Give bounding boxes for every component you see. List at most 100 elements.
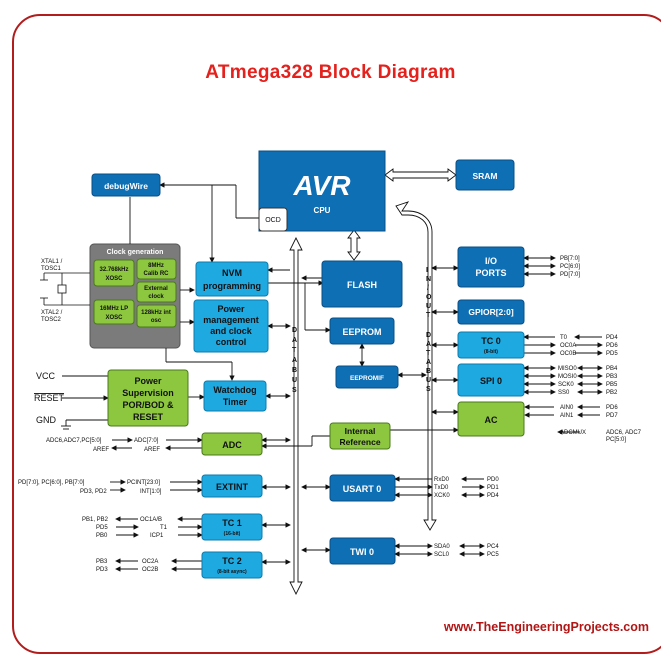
xtal2-label-2: TOSC2 xyxy=(41,317,62,323)
svg-text:PC[6:0]: PC[6:0] xyxy=(560,264,580,270)
svg-text:A: A xyxy=(292,357,297,364)
power-management-block: Power management and clock control xyxy=(193,299,269,353)
svg-text:CPU: CPU xyxy=(314,206,331,215)
svg-text:AREF: AREF xyxy=(144,447,160,453)
spi0-block: SPI 0 xyxy=(457,363,525,397)
svg-text:clock: clock xyxy=(148,294,164,300)
xtal1-label: XTAL1 / xyxy=(41,259,63,265)
svg-text:TC 2: TC 2 xyxy=(222,556,242,566)
svg-text:PD0: PD0 xyxy=(487,477,499,483)
svg-text:OC0A: OC0A xyxy=(560,343,576,349)
watchdog-block: Watchdog Timer xyxy=(203,380,267,412)
eepromif-block: EEPROMIF xyxy=(335,365,399,389)
svg-text:T: T xyxy=(292,347,297,354)
svg-text:A: A xyxy=(426,341,431,348)
svg-text:XOSC: XOSC xyxy=(105,315,123,321)
svg-text:and clock: and clock xyxy=(210,326,253,336)
svg-text:Power: Power xyxy=(134,376,162,386)
svg-text:I: I xyxy=(426,267,428,274)
svg-text:MOSI0: MOSI0 xyxy=(558,374,577,380)
svg-text:B: B xyxy=(426,368,431,375)
svg-text:TxD0: TxD0 xyxy=(434,485,449,491)
block-diagram: D A T A B U S I N / O U T D A T A B U S … xyxy=(18,150,642,596)
svg-text:PB2: PB2 xyxy=(606,390,618,396)
svg-text:PB5: PB5 xyxy=(606,382,618,388)
svg-text:N: N xyxy=(426,276,431,283)
svg-text:Timer: Timer xyxy=(223,397,248,407)
svg-text:SDA0: SDA0 xyxy=(434,544,450,550)
svg-text:PB4: PB4 xyxy=(606,366,618,372)
svg-text:A: A xyxy=(426,359,431,366)
svg-text:PD1: PD1 xyxy=(487,485,499,491)
vcc-label: VCC xyxy=(36,371,56,381)
svg-text:PC[5:0]: PC[5:0] xyxy=(606,437,626,443)
cpu-block: AVR CPU OCD xyxy=(258,150,386,232)
svg-text:AREF: AREF xyxy=(93,447,109,453)
svg-text:PB3: PB3 xyxy=(606,374,618,380)
svg-text:programming: programming xyxy=(203,281,261,291)
svg-text:PD3: PD3 xyxy=(96,567,108,573)
svg-text:EEPROM: EEPROM xyxy=(342,327,381,337)
svg-text:RESET: RESET xyxy=(133,412,164,422)
svg-text:ADC: ADC xyxy=(222,440,242,450)
svg-text:PD[7:0], PC[6:0], PB[7:0]: PD[7:0], PC[6:0], PB[7:0] xyxy=(18,480,85,486)
power-supervision-block: Power Supervision POR/BOD & RESET xyxy=(107,369,189,427)
svg-text:(8-bit): (8-bit) xyxy=(484,349,498,355)
svg-text:A: A xyxy=(292,337,297,344)
svg-text:PD4: PD4 xyxy=(606,335,618,341)
watermark: www.TheEngineeringProjects.com xyxy=(443,620,649,634)
tc1-block: TC 1 (16-bit) xyxy=(201,513,263,541)
databus-right-label: D A T A B U S xyxy=(426,332,431,393)
svg-text:GPIOR[2:0]: GPIOR[2:0] xyxy=(468,307,514,317)
svg-text:Calib RC: Calib RC xyxy=(143,271,169,277)
svg-text:osc: osc xyxy=(151,318,162,324)
svg-text:I/O: I/O xyxy=(485,256,497,266)
flash-block: FLASH xyxy=(321,260,403,308)
svg-text:PCINT[23:0]: PCINT[23:0] xyxy=(127,480,160,486)
svg-text:ADC6, ADC7: ADC6, ADC7 xyxy=(606,430,642,436)
cpu-flash-link xyxy=(347,229,361,261)
tc0-block: TC 0 (8-bit) xyxy=(457,331,525,359)
svg-text:PD5: PD5 xyxy=(96,525,108,531)
svg-text:PD6: PD6 xyxy=(606,343,618,349)
svg-text:POR/BOD &: POR/BOD & xyxy=(122,400,174,410)
svg-text:ADCMUX: ADCMUX xyxy=(560,430,586,436)
usart0-block: USART 0 xyxy=(329,474,396,502)
diagram-title: ATmega328 Block Diagram xyxy=(205,62,456,83)
adc-block: ADC xyxy=(201,432,263,456)
debugwire-block: debugWire xyxy=(91,173,161,197)
svg-text:SS0: SS0 xyxy=(558,390,570,396)
svg-text:PORTS: PORTS xyxy=(475,268,506,278)
svg-text:NVM: NVM xyxy=(222,268,242,278)
svg-text:management: management xyxy=(203,315,259,325)
svg-text:TC 1: TC 1 xyxy=(222,518,242,528)
svg-text:PC5: PC5 xyxy=(487,552,499,558)
svg-text:External: External xyxy=(144,286,168,292)
svg-text:D: D xyxy=(292,327,297,334)
svg-text:XOSC: XOSC xyxy=(105,276,123,282)
svg-text:T: T xyxy=(426,350,431,357)
left-signals: ADC6,ADC7,PC[5:0] AREF ADC[7:0] AREF PD[… xyxy=(18,438,168,573)
svg-text:TC 0: TC 0 xyxy=(481,336,501,346)
svg-text:PB1, PB2: PB1, PB2 xyxy=(82,517,109,523)
sram-block: SRAM xyxy=(455,159,515,191)
osc-32k-block: 32.768kHz XOSC xyxy=(93,259,135,287)
svg-text:Power: Power xyxy=(217,304,245,314)
clock-generation: Clock generation 32.768kHz XOSC 8MHz Cal… xyxy=(89,243,181,349)
svg-text:INT[1:0]: INT[1:0] xyxy=(140,489,162,495)
inout-label: I N / O U T xyxy=(426,267,432,319)
svg-text:PD3, PD2: PD3, PD2 xyxy=(80,489,107,495)
svg-text:PB3: PB3 xyxy=(96,559,108,565)
ac-block: AC xyxy=(457,401,525,437)
reset-label: RESET xyxy=(34,393,65,403)
eeprom-block: EEPROM xyxy=(329,317,395,345)
svg-text:XCK0: XCK0 xyxy=(434,493,450,499)
svg-text:S: S xyxy=(292,387,297,394)
svg-text:control: control xyxy=(216,337,247,347)
svg-text:OC2A: OC2A xyxy=(142,559,158,565)
svg-text:O: O xyxy=(426,294,432,301)
svg-text:TWI 0: TWI 0 xyxy=(350,547,374,557)
svg-text:PD4: PD4 xyxy=(487,493,499,499)
svg-text:S: S xyxy=(426,386,431,393)
twi0-block: TWI 0 xyxy=(329,537,396,565)
